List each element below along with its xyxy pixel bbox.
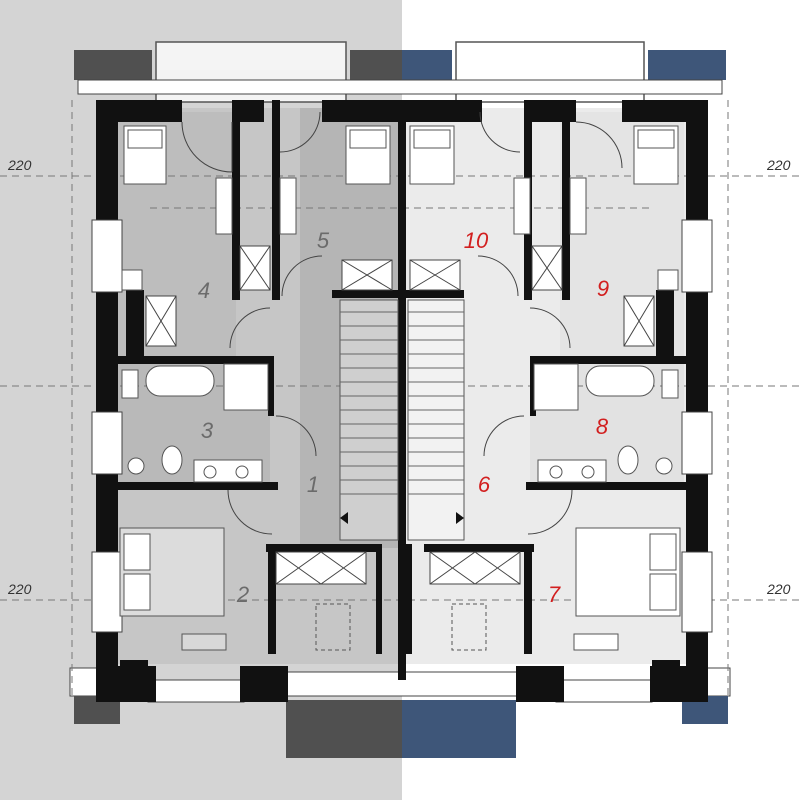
room-label-2: 2 — [236, 582, 249, 607]
room-label-6: 6 — [478, 472, 491, 497]
room-labels-right: 6 7 8 9 10 — [464, 228, 609, 607]
dimension-labels: 220 220 220 220 — [7, 157, 791, 597]
room-label-3: 3 — [201, 418, 214, 443]
dimension-label-bottom-right: 220 — [766, 581, 791, 597]
walls — [96, 100, 708, 702]
stair-steps — [340, 311, 464, 495]
dimension-label-bottom-left: 220 — [7, 581, 32, 597]
room-label-7: 7 — [548, 582, 561, 607]
stair-arrow-left — [340, 512, 348, 524]
dimension-label-top-right: 220 — [766, 157, 791, 173]
room-label-4: 4 — [198, 278, 210, 303]
dimension-label-top-left: 220 — [7, 157, 32, 173]
windows — [91, 219, 713, 633]
room-labels-left: 1 2 3 4 5 — [198, 228, 330, 607]
doors — [181, 111, 623, 535]
ducts — [145, 245, 655, 585]
room-label-1: 1 — [307, 472, 319, 497]
room-label-10: 10 — [464, 228, 489, 253]
top-balconies — [74, 41, 726, 103]
room-label-5: 5 — [317, 228, 330, 253]
room-label-9: 9 — [597, 276, 609, 301]
furniture — [119, 125, 681, 651]
room-label-8: 8 — [596, 414, 609, 439]
stair-arrow-right — [456, 512, 464, 524]
